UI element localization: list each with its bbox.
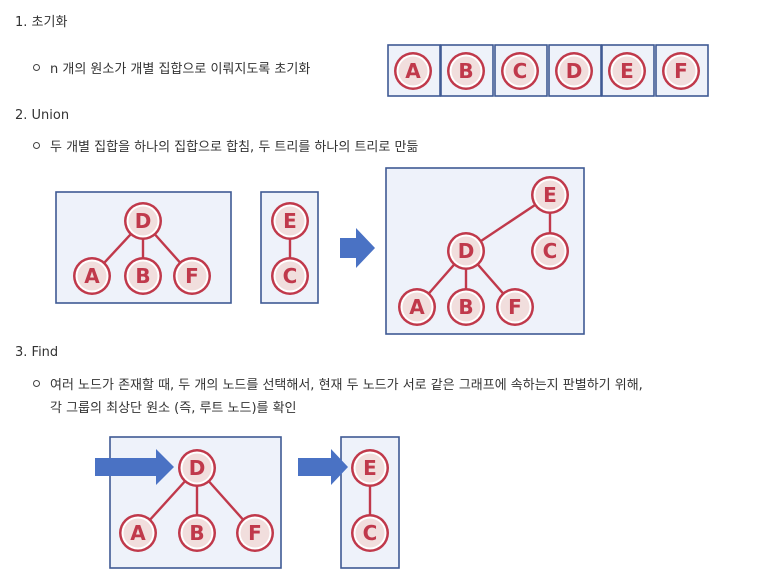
node-e: E <box>271 202 309 240</box>
node-label: E <box>543 183 557 207</box>
bullet-dot <box>33 142 40 149</box>
node-d: D <box>124 202 162 240</box>
node-label: C <box>513 59 528 83</box>
node-label: D <box>458 239 475 263</box>
node-a: A <box>73 257 111 295</box>
node-d: D <box>178 449 216 487</box>
node-label: C <box>543 239 558 263</box>
node-label: F <box>185 264 199 288</box>
bullet-find-text-1: 여러 노드가 존재할 때, 두 개의 노드를 선택해서, 현재 두 노드가 서로… <box>50 378 643 393</box>
node-label: B <box>458 295 473 319</box>
node-c: C <box>351 514 389 552</box>
node-label: F <box>674 59 688 83</box>
node-a: A <box>394 52 432 90</box>
node-e: E <box>531 176 569 214</box>
node-e: E <box>351 449 389 487</box>
node-label: A <box>409 295 425 319</box>
find-arrow-right <box>298 449 348 485</box>
init-sets: A B C D E F <box>387 44 709 97</box>
node-label: D <box>135 209 152 233</box>
node-d: D <box>447 232 485 270</box>
node-a: A <box>119 514 157 552</box>
node-b: B <box>124 257 162 295</box>
node-label: B <box>458 59 473 83</box>
node-f: F <box>173 257 211 295</box>
heading-union: 2. Union <box>15 108 70 123</box>
node-label: D <box>566 59 583 83</box>
node-label: D <box>189 456 206 480</box>
node-label: B <box>189 521 204 545</box>
bullet-union-text: 두 개별 집합을 하나의 집합으로 합침, 두 트리를 하나의 트리로 만듦 <box>50 140 419 155</box>
node-label: E <box>620 59 634 83</box>
bullet-init-text: n 개의 원소가 개별 집합으로 이뤄지도록 초기화 <box>50 62 311 77</box>
node-a: A <box>398 288 436 326</box>
bullet-union: 두 개별 집합을 하나의 집합으로 합침, 두 트리를 하나의 트리로 만듦 <box>33 137 419 158</box>
find-right-tree: E C <box>298 436 400 569</box>
node-label: C <box>283 264 298 288</box>
node-c: C <box>501 52 539 90</box>
find-arrow-left <box>95 449 174 485</box>
node-b: B <box>447 288 485 326</box>
node-label: F <box>248 521 262 545</box>
node-label: A <box>84 264 100 288</box>
node-f: F <box>662 52 700 90</box>
bullet-find: 여러 노드가 존재할 때, 두 개의 노드를 선택해서, 현재 두 노드가 서로… <box>33 375 643 396</box>
heading-find: 3. Find <box>15 345 59 360</box>
node-label: B <box>135 264 150 288</box>
union-result-tree: E C D A B F <box>385 167 585 335</box>
bullet-find-text-2: 각 그룹의 최상단 원소 (즉, 루트 노드)를 확인 <box>50 401 297 416</box>
node-b: B <box>178 514 216 552</box>
union-left-tree: D A B F <box>55 191 232 304</box>
find-left-tree: D A B F <box>95 436 282 569</box>
bullet-init: n 개의 원소가 개별 집합으로 이뤄지도록 초기화 <box>33 59 311 80</box>
node-f: F <box>236 514 274 552</box>
union-arrow <box>340 228 375 268</box>
node-c: C <box>531 232 569 270</box>
node-f: F <box>496 288 534 326</box>
bullet-dot <box>33 380 40 387</box>
node-label: C <box>363 521 378 545</box>
node-e: E <box>608 52 646 90</box>
bullet-find-cont: 각 그룹의 최상단 원소 (즉, 루트 노드)를 확인 <box>50 398 297 419</box>
node-b: B <box>447 52 485 90</box>
node-label: A <box>405 59 421 83</box>
union-right-tree: E C <box>260 191 319 304</box>
heading-init: 1. 초기화 <box>15 15 68 30</box>
node-d: D <box>555 52 593 90</box>
node-c: C <box>271 257 309 295</box>
node-label: F <box>508 295 522 319</box>
node-label: A <box>130 521 146 545</box>
node-label: E <box>363 456 377 480</box>
bullet-dot <box>33 64 40 71</box>
node-label: E <box>283 209 297 233</box>
